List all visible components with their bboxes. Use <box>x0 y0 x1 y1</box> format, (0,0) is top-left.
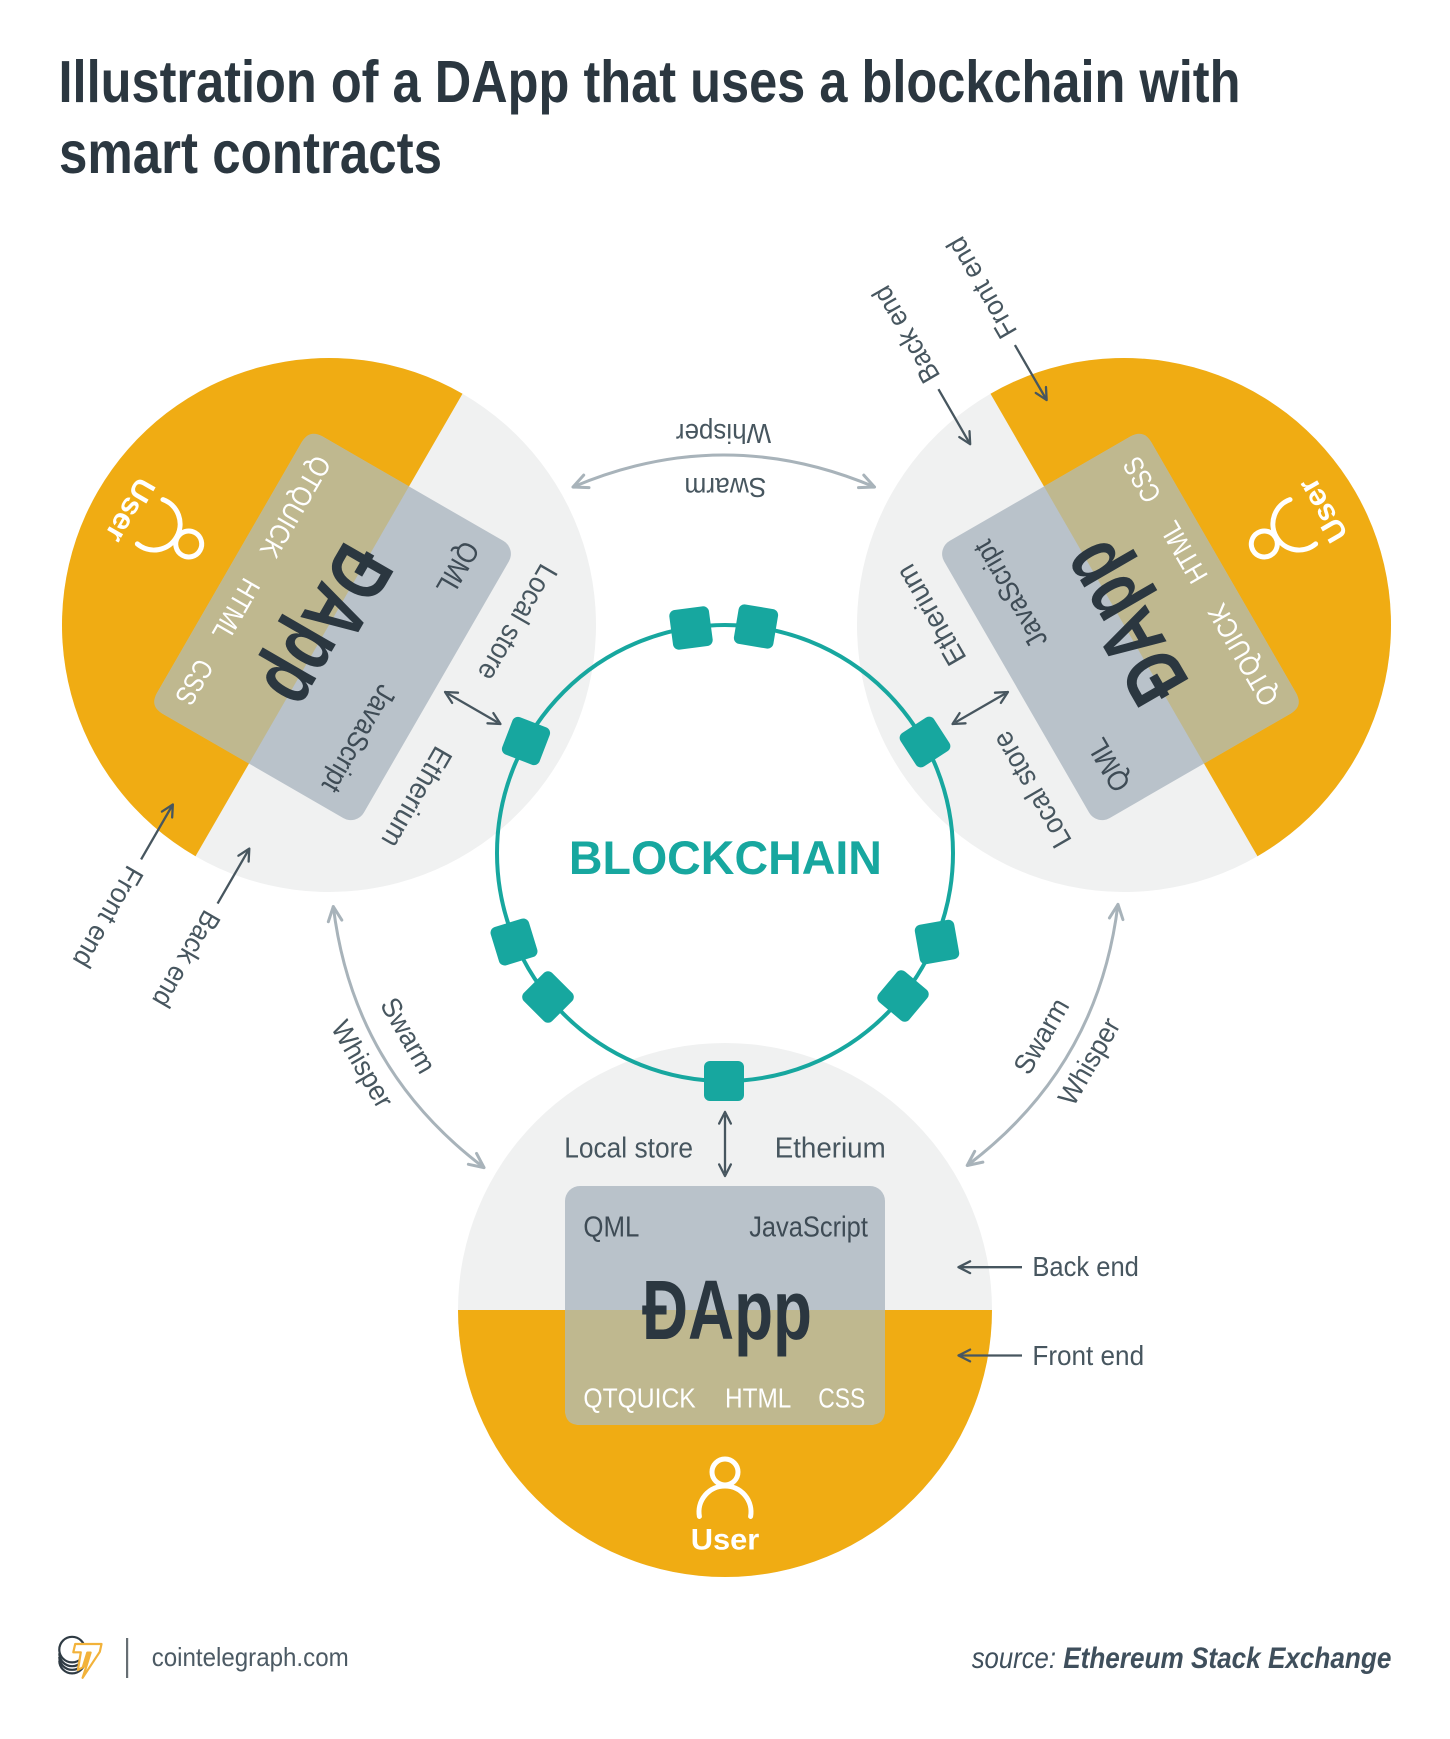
svg-text:BLOCKCHAIN: BLOCKCHAIN <box>569 831 882 884</box>
svg-text:cointelegraph.com: cointelegraph.com <box>152 1642 349 1672</box>
svg-text:Illustration of a DApp that us: Illustration of a DApp that uses a block… <box>59 48 1241 115</box>
svg-text:source:: source: <box>972 1642 1056 1675</box>
svg-text:Ethereum Stack Exchange: Ethereum Stack Exchange <box>1063 1642 1391 1675</box>
svg-text:smart contracts: smart contracts <box>59 119 442 186</box>
